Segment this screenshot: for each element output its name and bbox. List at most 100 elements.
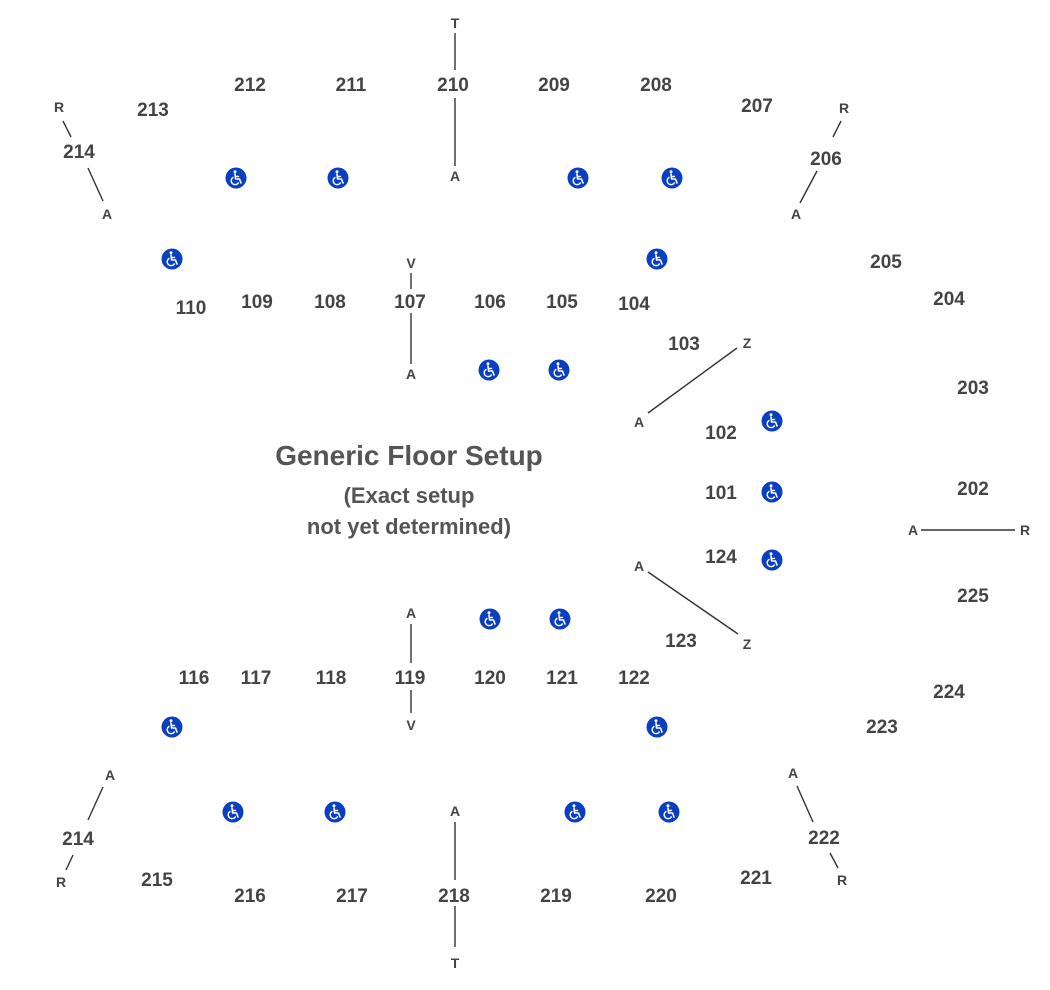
wheelchair-icon (761, 410, 783, 432)
row-label-top: A (788, 765, 798, 781)
section-214[interactable]: 214 (62, 829, 94, 850)
wheelchair-icon (661, 167, 683, 189)
section-119[interactable]: 119 (395, 668, 426, 689)
wheelchair-icon (161, 716, 183, 738)
section-215[interactable]: 215 (141, 870, 173, 891)
section-116[interactable]: 116 (179, 668, 210, 689)
row-line (87, 786, 104, 821)
row-label-bottom: A (450, 168, 460, 184)
wheelchair-icon (478, 359, 500, 381)
section-120[interactable]: 120 (474, 668, 506, 689)
row-marker-201: A R (908, 522, 1030, 538)
row-label-bottom: A (102, 206, 112, 222)
page-subtitle-line-1: (Exact setup (344, 483, 475, 508)
section-223[interactable]: 223 (866, 717, 898, 738)
section-206[interactable]: 207 (741, 96, 773, 117)
section-209[interactable]: 210 (437, 75, 469, 96)
wheelchair-icon (761, 549, 783, 571)
row-label-top: A (450, 803, 460, 819)
row-marker-222: A R (788, 765, 847, 888)
section-121[interactable]: 121 (546, 668, 578, 689)
row-marker-218: A T (450, 803, 460, 971)
section-218[interactable]: 218 (438, 886, 470, 907)
row-label-bottom: A (634, 414, 644, 430)
section-216[interactable]: 216 (234, 886, 266, 907)
section-118[interactable]: 118 (316, 668, 347, 689)
row-line (796, 785, 814, 823)
row-marker-205: R A (791, 100, 849, 222)
section-124[interactable]: 124 (705, 547, 737, 568)
page-title: Generic Floor Setup (275, 440, 543, 471)
row-label-top: T (451, 15, 460, 31)
row-label-bottom: T (451, 955, 460, 971)
row-line (829, 852, 839, 869)
row-label-top: R (839, 100, 849, 116)
row-label-bottom: V (406, 717, 416, 733)
wheelchair-icon (761, 481, 783, 503)
row-label-top: V (406, 255, 416, 271)
section-103[interactable]: 103 (668, 334, 700, 355)
row-marker-119: A V (406, 605, 416, 733)
wheelchair-icon (479, 608, 501, 630)
wheelchair-icon (161, 248, 183, 270)
section-219[interactable]: 219 (540, 886, 572, 907)
row-line (62, 120, 72, 138)
section-222[interactable]: 222 (808, 828, 840, 849)
section-210[interactable]: 211 (336, 75, 367, 96)
row-marker-123: A Z (634, 558, 752, 652)
section-101[interactable]: 101 (705, 483, 737, 504)
row-label-right: R (1020, 522, 1030, 538)
row-marker-209: T A (450, 15, 460, 184)
row-label-bottom: Z (743, 636, 752, 652)
section-202[interactable]: 203 (957, 378, 989, 399)
section-207[interactable]: 208 (640, 75, 672, 96)
section-224[interactable]: 224 (933, 682, 965, 703)
row-line (647, 347, 738, 414)
section-110[interactable]: 110 (176, 298, 207, 319)
wheelchair-icon (327, 167, 349, 189)
section-108[interactable]: 108 (314, 292, 346, 313)
row-line (647, 571, 739, 635)
wheelchair-icon (646, 248, 668, 270)
row-label-bottom: R (837, 872, 847, 888)
section-122[interactable]: 122 (618, 668, 650, 689)
section-123[interactable]: 123 (665, 631, 697, 652)
row-label-bottom: A (791, 206, 801, 222)
section-221[interactable]: 221 (740, 868, 772, 889)
wheelchair-icon (549, 608, 571, 630)
section-213[interactable]: 214 (63, 142, 95, 163)
section-211[interactable]: 212 (234, 75, 266, 96)
wheelchair-icon (222, 801, 244, 823)
row-line (799, 170, 818, 204)
row-label-top: A (105, 767, 115, 783)
wheelchair-icon (564, 801, 586, 823)
section-201[interactable]: 202 (957, 479, 989, 500)
row-label-top: Z (743, 335, 752, 351)
section-212[interactable]: 213 (137, 100, 169, 121)
section-203[interactable]: 204 (933, 289, 965, 310)
section-217[interactable]: 217 (336, 886, 368, 907)
section-104[interactable]: 104 (618, 294, 650, 315)
wheelchair-icon (225, 167, 247, 189)
section-208[interactable]: 209 (538, 75, 570, 96)
wheelchair-icon (646, 716, 668, 738)
row-line (832, 120, 842, 138)
section-107[interactable]: 107 (394, 292, 426, 313)
row-label-top: A (634, 558, 644, 574)
row-label-top: A (406, 605, 416, 621)
row-marker-103: Z A (634, 335, 752, 430)
section-102[interactable]: 102 (705, 423, 737, 444)
section-205[interactable]: 206 (810, 149, 842, 170)
wheelchair-icon (324, 801, 346, 823)
section-225[interactable]: 225 (957, 586, 989, 607)
section-220[interactable]: 220 (645, 886, 677, 907)
row-label-left: A (908, 522, 918, 538)
section-117[interactable]: 117 (241, 668, 272, 689)
section-106[interactable]: 106 (474, 292, 506, 313)
wheelchair-icon (658, 801, 680, 823)
row-marker-107: V A (406, 255, 416, 382)
section-109[interactable]: 109 (241, 292, 273, 313)
section-105[interactable]: 105 (546, 292, 578, 313)
section-204[interactable]: 205 (870, 252, 902, 273)
row-line (87, 167, 104, 202)
